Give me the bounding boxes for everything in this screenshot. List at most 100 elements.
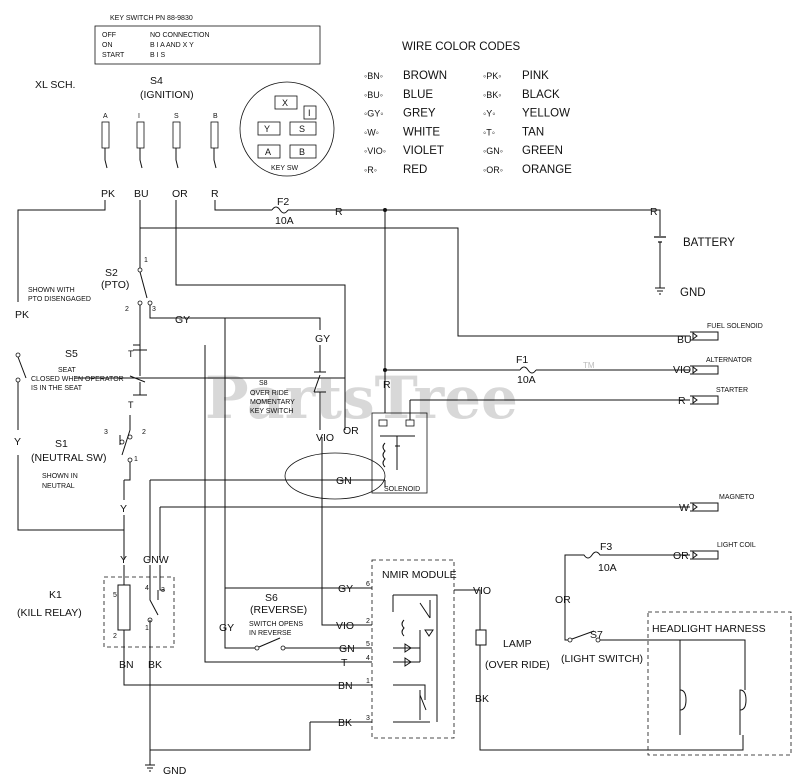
wire-bk-3: BK (475, 693, 489, 705)
k1-pin-4: 4 (145, 585, 149, 592)
s4-term-s: S (174, 113, 179, 120)
headlight-label: HEADLIGHT HARNESS (652, 623, 766, 635)
nmir-label: NMIR MODULE (382, 569, 457, 581)
cc-right-code-3: ◦T◦ (483, 127, 495, 137)
k1-desc: (KILL RELAY) (17, 607, 82, 619)
color-codes-title: WIRE COLOR CODES (402, 41, 521, 53)
cc-left-code-4: ◦VIO◦ (364, 146, 386, 156)
cc-left-name-3: WHITE (403, 126, 440, 138)
nmir-pin-6: 6 (366, 581, 370, 588)
wire-or: OR (343, 425, 359, 437)
watermark-tm: TM (583, 361, 595, 370)
battery-gnd: GND (680, 287, 706, 299)
s6-note-1: SWITCH OPENS (249, 621, 303, 628)
cc-right-code-2: ◦Y◦ (483, 109, 495, 119)
wire-pk: PK (15, 309, 29, 321)
wire-w: W (679, 502, 689, 514)
wire-vio-1: VIO (673, 364, 691, 376)
key-sw-label: KEY SW (271, 165, 298, 172)
solenoid-box (371, 412, 428, 494)
f3-rating: 10A (598, 562, 617, 574)
nmir-pin-2: 2 (366, 618, 370, 625)
s2-desc: (PTO) (101, 279, 129, 291)
watermark: PartsTree (205, 364, 518, 432)
s1-pin-2: 2 (142, 429, 146, 436)
s4-desc: (IGNITION) (140, 89, 194, 101)
f1-name: F1 (516, 354, 528, 366)
cc-right-name-0: PINK (522, 70, 549, 82)
s1-name: S1 (55, 438, 68, 450)
s6-note-2: IN REVERSE (249, 630, 292, 637)
s8-note-3: KEY SWITCH (250, 408, 293, 415)
key-conn-on: B I A AND X Y (150, 42, 194, 49)
s4-wire-r: R (211, 188, 219, 200)
s1-pin-1: 1 (134, 456, 138, 463)
s1-pin-3: 3 (104, 429, 108, 436)
battery-label: BATTERY (683, 237, 735, 249)
nmir-pin-5: 5 (366, 641, 370, 648)
f3-name: F3 (600, 541, 612, 553)
wire-bu: BU (677, 334, 692, 346)
s4-terminals: A I S B PK BU OR R (101, 113, 219, 200)
cc-left-code-3: ◦W◦ (364, 127, 379, 137)
wire-gy-3: GY (219, 622, 234, 634)
key-pos-start: START (102, 52, 125, 59)
wire-r-1: R (335, 206, 343, 218)
s1-note-2: NEUTRAL (42, 483, 75, 490)
cc-left-name-2: GREY (403, 108, 436, 120)
key-cell-s: S (299, 124, 305, 134)
s1-note-1: SHOWN IN (42, 473, 78, 480)
key-conn-off: NO CONNECTION (150, 32, 210, 39)
cc-left-code-5: ◦R◦ (364, 165, 377, 175)
wiring (15, 200, 792, 772)
wire-gy-4: GY (338, 583, 353, 595)
conn-light-coil: LIGHT COIL (717, 542, 756, 549)
wire-bn-2: BN (338, 680, 353, 692)
wire-y-2: Y (120, 503, 127, 515)
key-pos-on: ON (102, 42, 113, 49)
s8-note-2: MOMENTARY (250, 399, 295, 406)
cc-left-code-2: ◦GY◦ (364, 109, 383, 119)
s4-wire-bu: BU (134, 188, 149, 200)
wire-t-1: T (128, 349, 134, 359)
wire-gn-1: GN (336, 475, 352, 487)
k1-pin-5: 5 (113, 592, 117, 599)
lamp-desc: (OVER RIDE) (485, 659, 550, 671)
wire-gnw: GNW (143, 554, 169, 566)
key-conn-start: B I S (150, 52, 166, 59)
key-cell-x: X (282, 98, 288, 108)
f1-rating: 10A (517, 374, 536, 386)
cc-left-name-5: RED (403, 164, 427, 176)
s4-term-a: A (103, 113, 108, 120)
k1-box (103, 576, 175, 648)
wire-gy-1: GY (175, 314, 190, 326)
cc-right-name-2: YELLOW (522, 108, 570, 120)
cc-right-name-3: TAN (522, 126, 544, 138)
sheet-label: XL SCH. (35, 79, 75, 91)
cc-right-code-5: ◦OR◦ (483, 165, 503, 175)
s5-name: S5 (65, 348, 78, 360)
wire-vio-2: VIO (316, 432, 334, 444)
lamp-label: LAMP (503, 638, 532, 650)
nmir-pin-4: 4 (366, 655, 370, 662)
s2-name: S2 (105, 267, 118, 279)
cc-right-name-5: ORANGE (522, 164, 572, 176)
s2-pin-2: 2 (125, 306, 129, 313)
cc-right-name-1: BLACK (522, 89, 560, 101)
nmir-pin-1: 1 (366, 678, 370, 685)
s2-pin-3: 3 (152, 306, 156, 313)
wire-vio-3: VIO (336, 620, 354, 632)
wire-t-2: T (128, 400, 134, 410)
cc-right-code-0: ◦PK◦ (483, 71, 501, 81)
cc-left-name-0: BROWN (403, 70, 447, 82)
key-sw-circle (239, 81, 335, 177)
wire-t-3: T (341, 657, 348, 669)
s8-name: S8 (259, 380, 268, 387)
s5-note-3: IS IN THE SEAT (31, 385, 83, 392)
s7-name: S7 (590, 629, 603, 641)
s8-note-1: OVER RIDE (250, 390, 289, 397)
wire-gnd: GND (163, 765, 187, 777)
wire-vio-4: VIO (473, 585, 491, 597)
cc-right-code-1: ◦BK◦ (483, 90, 501, 100)
